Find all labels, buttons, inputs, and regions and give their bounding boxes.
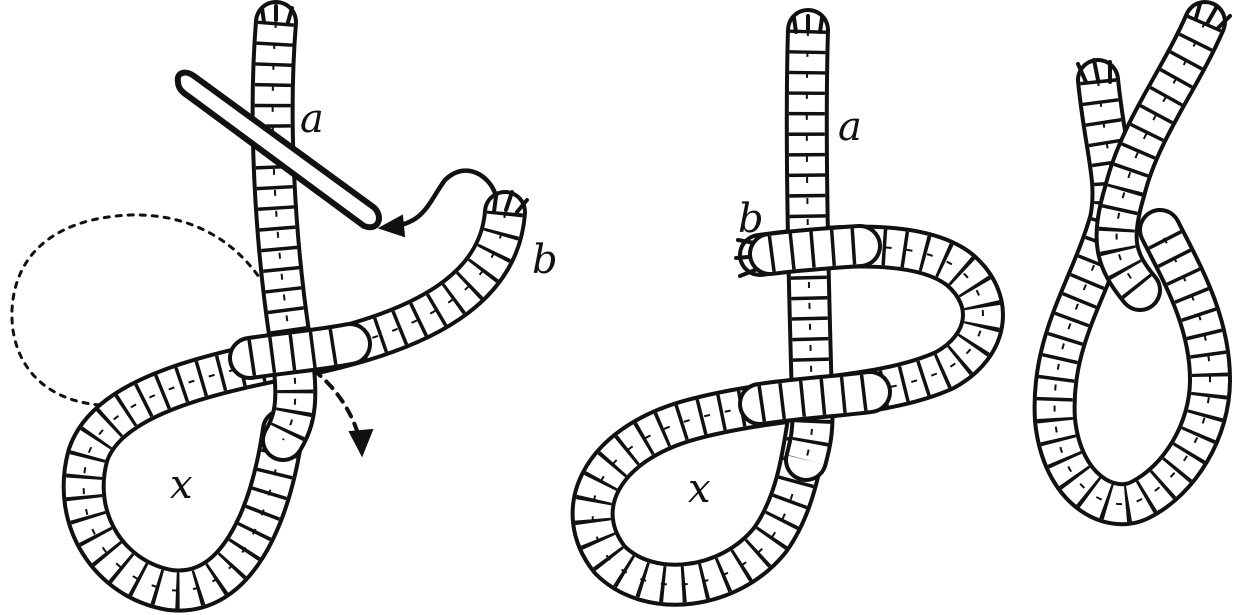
rope-strand-a: [273, 22, 296, 440]
label-a-fig1: a: [300, 96, 324, 142]
figure-2: a b x: [593, 16, 983, 585]
label-b-fig2: b: [738, 196, 764, 242]
label-a-fig2: a: [838, 104, 862, 150]
label-x-fig1: x: [170, 462, 193, 508]
dashed-arrow-head: [350, 430, 372, 455]
rope-crossing-fig2: [770, 246, 860, 254]
solid-curved-arrow: [395, 171, 496, 226]
figure-1: a b x: [12, 6, 558, 591]
label-x-fig2: x: [688, 466, 711, 512]
rope-crossing-lower-fig2: [760, 392, 870, 404]
solid-arrow-head: [380, 216, 404, 236]
figure-3: [1055, 4, 1230, 504]
label-b-fig1: b: [532, 237, 558, 283]
rope-crossing: [250, 344, 350, 358]
